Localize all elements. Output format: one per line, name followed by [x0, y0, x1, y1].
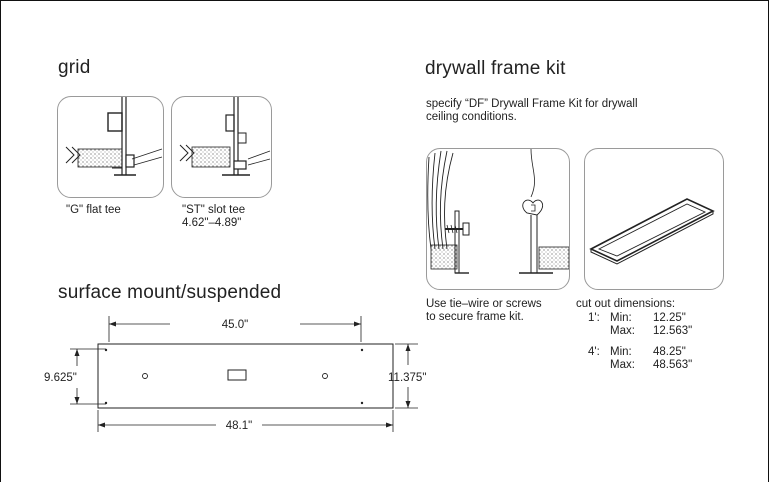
dim-left-label: 9.625"	[44, 372, 77, 384]
grid-title: grid	[58, 57, 91, 78]
drywall-install-illustration	[426, 148, 570, 290]
drywall-frame-kit-illustration	[584, 148, 724, 290]
size-4-max-value: 48.563"	[653, 359, 693, 371]
drywall-title: drywall frame kit	[425, 58, 566, 79]
slot-tee-illustration	[171, 96, 272, 198]
size-1-label: 1':	[588, 312, 600, 324]
size-1-max-label: Max:	[610, 325, 635, 337]
drywall-specify-line-1: specify “DF” Drywall Frame Kit for drywa…	[426, 98, 638, 110]
slot-tee-drawing	[179, 97, 271, 176]
frame-kit-drawing	[589, 198, 715, 265]
drywall-install-drawing	[427, 149, 569, 274]
size-1-min-label: Min:	[610, 312, 632, 324]
size-4-min-label: Min:	[610, 346, 632, 358]
tie-wire-note-line-1: Use tie–wire or screws	[426, 298, 542, 310]
slot-tee-range: 4.62"–4.89"	[182, 217, 242, 229]
surface-mount-title: surface mount/suspended	[58, 282, 282, 303]
size-4-label: 4':	[588, 346, 600, 358]
cutout-title: cut out dimensions:	[576, 298, 676, 310]
tie-wire-note-line-2: to secure frame kit.	[426, 311, 524, 323]
dim-bottom-label: 48.1"	[226, 420, 252, 432]
drywall-specify-line-2: ceiling conditions.	[426, 111, 517, 123]
dim-top-label: 45.0"	[222, 319, 248, 331]
surface-mount-diagram: 45.0" 48.1" 9.625" 11.375"	[44, 316, 426, 432]
size-4-min-value: 48.25"	[653, 346, 686, 358]
size-1-max-value: 12.563"	[653, 325, 693, 337]
flat-tee-caption: "G" flat tee	[66, 204, 121, 216]
size-1-min-value: 12.25"	[653, 312, 686, 324]
dim-right-label: 11.375"	[388, 372, 426, 384]
flat-tee-illustration	[57, 96, 164, 198]
slot-tee-caption: "ST" slot tee	[182, 204, 246, 216]
size-4-max-label: Max:	[610, 359, 635, 371]
flat-tee-drawing	[65, 97, 163, 176]
